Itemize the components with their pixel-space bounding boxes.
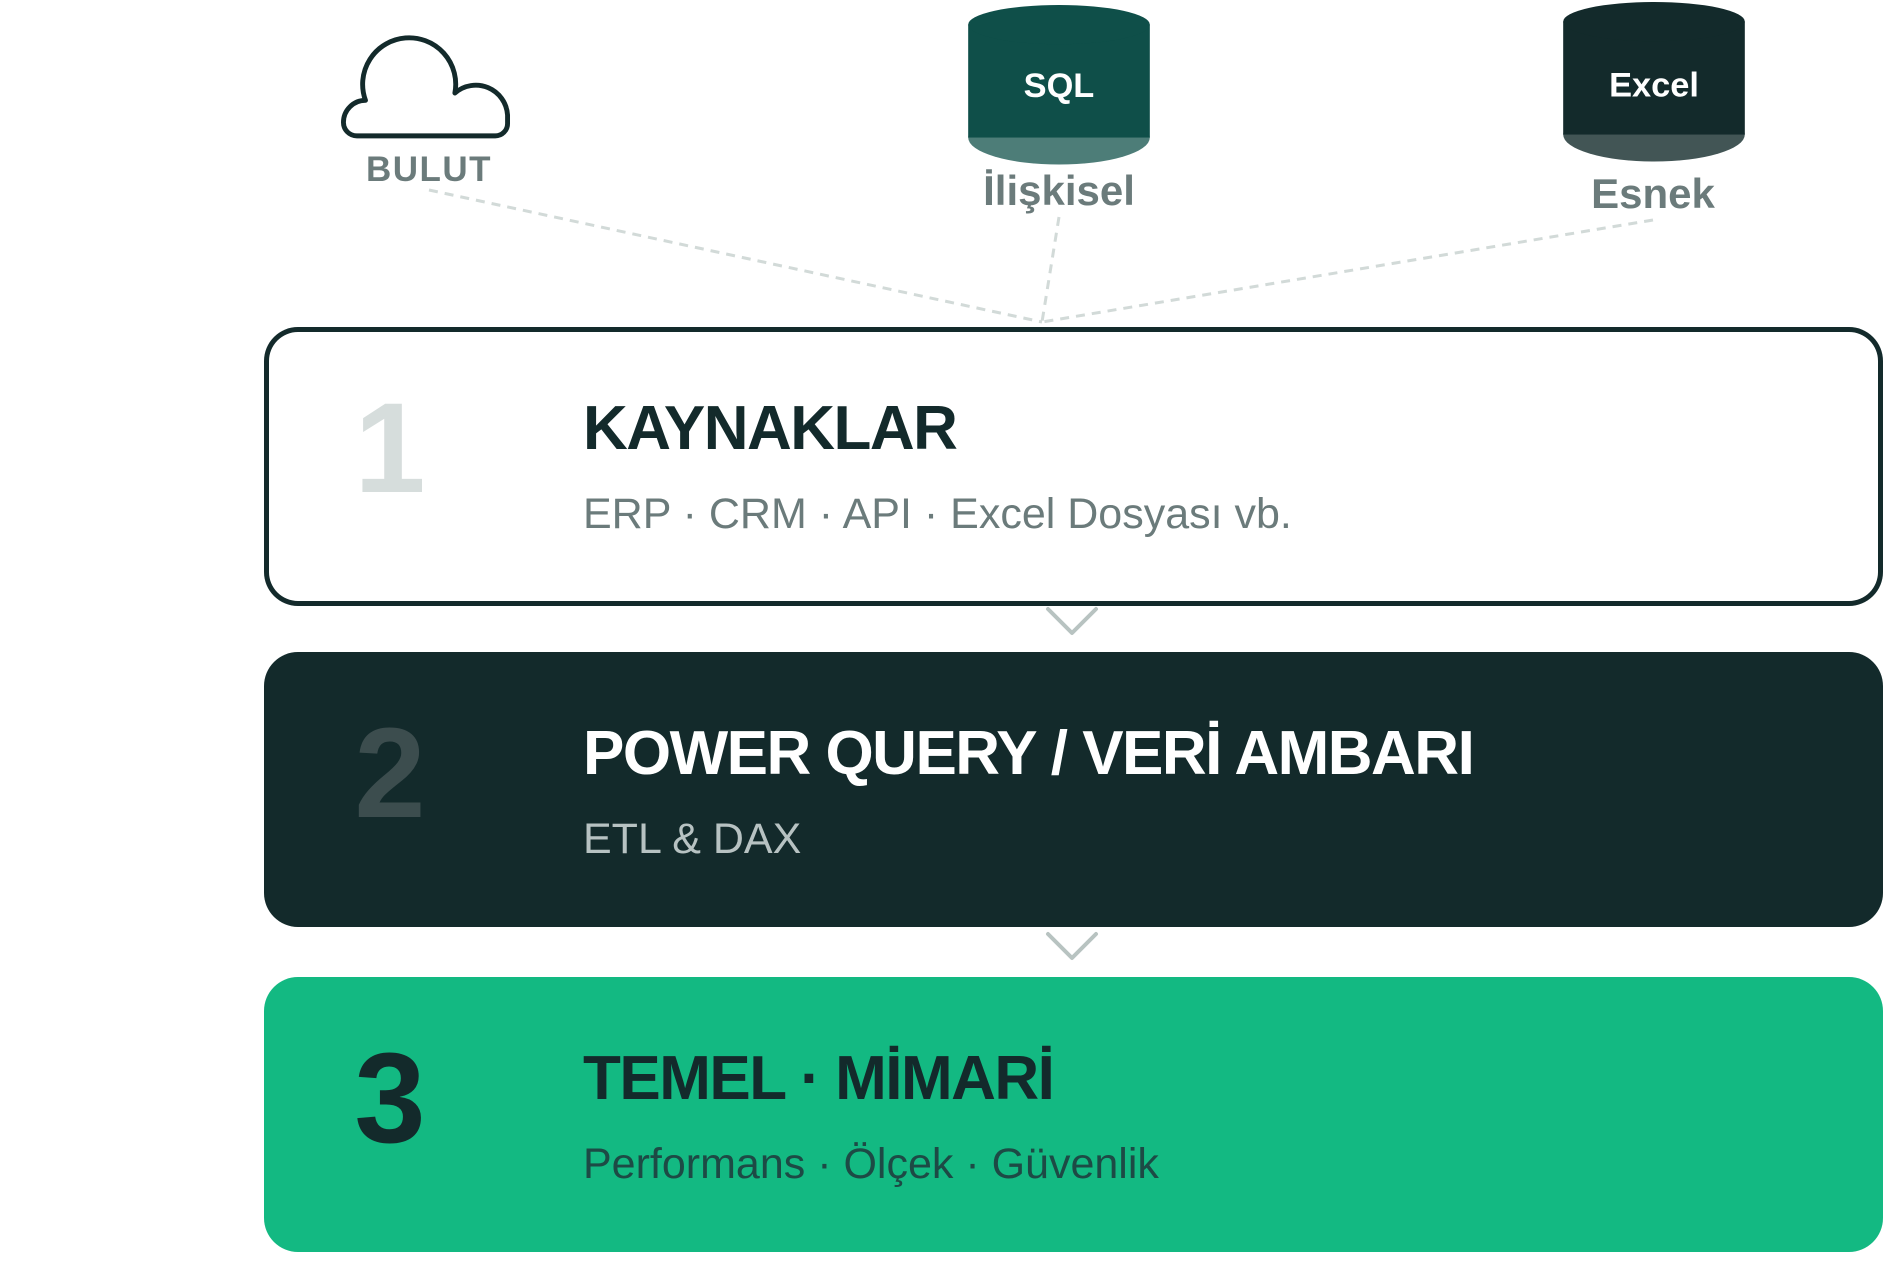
layer-subtitle: Performans · Ölçek · Güvenlik [583, 1140, 1159, 1188]
source-label-sql: İlişkisel [983, 167, 1135, 214]
connector-line-excel [1041, 218, 1654, 324]
source-label-excel: Esnek [1591, 170, 1715, 217]
connector-line-sql [1040, 216, 1061, 323]
layer-number: 3 [354, 1027, 426, 1170]
layer-title: KAYNAKLAR [583, 394, 958, 463]
excel-database-icon: Excel [1563, 2, 1745, 162]
layer-power-query: 2 POWER QUERY / VERİ AMBARI ETL & DAX [264, 652, 1883, 927]
cloud-icon [340, 35, 511, 139]
layer-subtitle: ETL & DAX [583, 815, 802, 863]
source-label-cloud: BULUT [365, 150, 493, 189]
layer-title: POWER QUERY / VERİ AMBARI [583, 719, 1475, 788]
layer-title: TEMEL · MİMARİ [583, 1044, 1055, 1113]
layer-subtitle: ERP · CRM · API · Excel Dosyası vb. [583, 490, 1292, 538]
layer-number: 2 [354, 702, 426, 845]
sql-badge-text: SQL [1024, 67, 1095, 105]
layer-number: 1 [354, 377, 426, 520]
excel-badge-text: Excel [1609, 67, 1699, 105]
chevron-down-icon [1046, 932, 1098, 960]
layer-foundation: 3 TEMEL · MİMARİ Performans · Ölçek · Gü… [264, 977, 1883, 1252]
chevron-down-icon [1046, 607, 1098, 635]
sql-database-icon: SQL [968, 5, 1150, 165]
layer-sources: 1 KAYNAKLAR ERP · CRM · API · Excel Dosy… [264, 327, 1883, 606]
